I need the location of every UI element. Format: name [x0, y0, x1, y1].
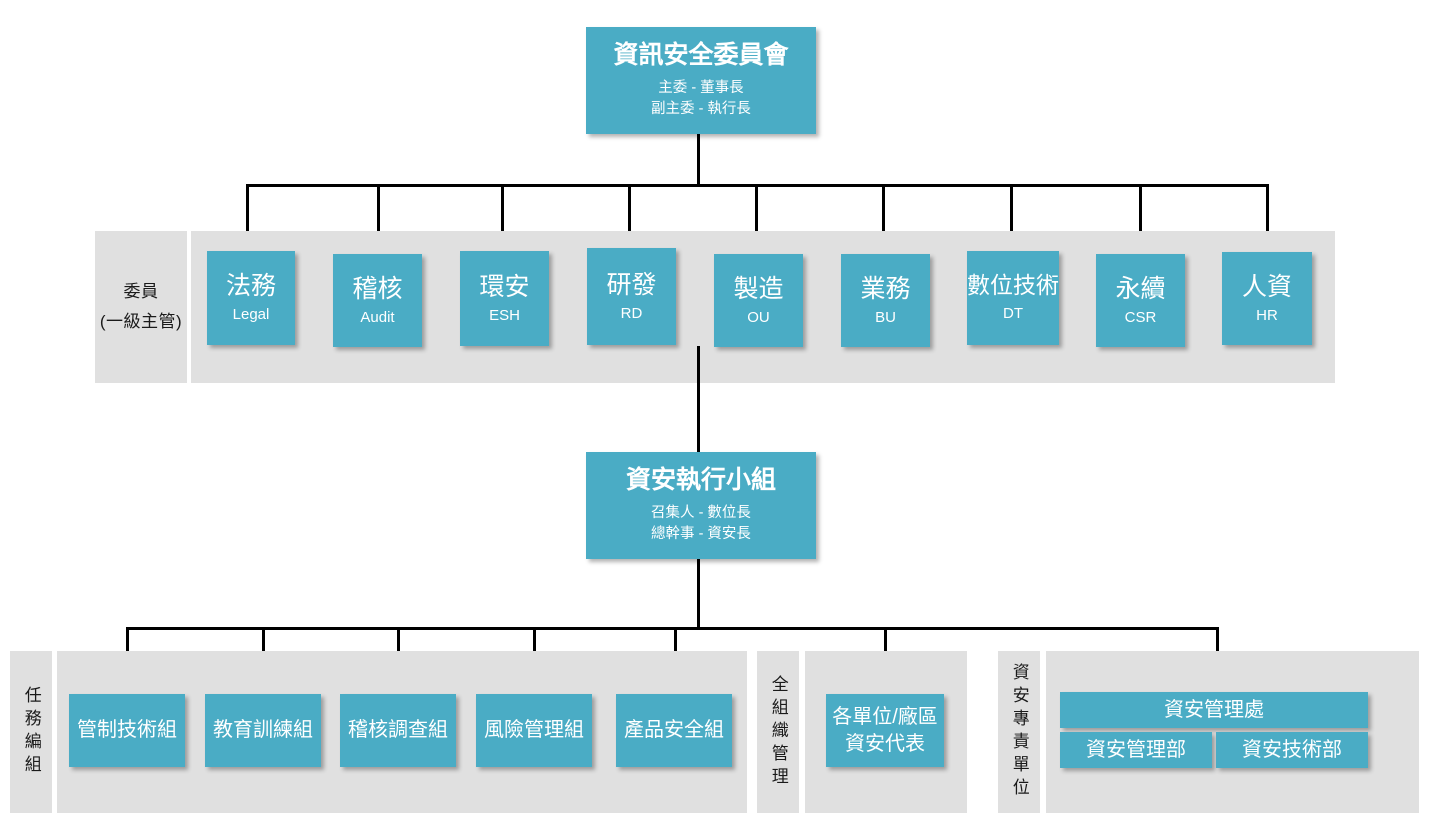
node-ou-zh: 製造	[733, 274, 784, 303]
node-committee-ou[interactable]: 製造 OU	[714, 254, 803, 347]
node-esh-en: ESH	[489, 306, 520, 324]
connector-root-stem	[697, 134, 700, 186]
connector-drop-hr	[1266, 184, 1269, 254]
connector-bottom-bus	[126, 627, 1219, 630]
node-site-reps-line2: 資安代表	[845, 732, 925, 755]
node-legal-zh: 法務	[225, 272, 276, 300]
node-legal-en: Legal	[232, 306, 270, 323]
node-security-technology-dept[interactable]: 資安技術部	[1216, 732, 1368, 768]
node-committee-dt[interactable]: 數位技術 DT	[967, 251, 1059, 345]
node-education-training-label: 教育訓練組	[213, 719, 313, 742]
connector-drop-rd	[628, 184, 631, 248]
label-committee-line1: 委員	[123, 282, 159, 301]
node-committee-hr[interactable]: 人資 HR	[1222, 252, 1312, 345]
connector-drop-dt	[1010, 184, 1013, 251]
node-dt-en: DT	[1003, 304, 1023, 322]
node-committee-bu[interactable]: 業務 BU	[841, 254, 930, 347]
connector-drop-csr	[1139, 184, 1142, 254]
node-ou-en: OU	[747, 308, 770, 326]
label-dedicated-security-unit: 資安專責單位	[998, 651, 1040, 813]
node-csr-en: CSR	[1124, 308, 1157, 326]
connector-drop-bu	[882, 184, 885, 254]
node-bu-zh: 業務	[860, 274, 911, 303]
connector-drop-legal	[246, 184, 249, 251]
label-committee-members: 委員 (一級主管)	[95, 231, 187, 383]
node-audit-investigation-label: 稽核調查組	[348, 719, 448, 742]
node-committee-legal[interactable]: 法務 Legal	[207, 251, 295, 345]
node-security-management-label: 資安管理部	[1086, 738, 1186, 761]
node-committee-audit[interactable]: 稽核 Audit	[333, 254, 422, 347]
exec-subline-2: 總幹事 - 資安長	[651, 525, 751, 542]
root-subline-1: 主委 - 董事長	[658, 79, 744, 96]
label-org-wide-text: 全組織管理	[768, 674, 788, 790]
node-audit-en: Audit	[360, 308, 395, 326]
label-org-wide-management: 全組織管理	[757, 651, 799, 813]
node-security-execution-team[interactable]: 資安執行小組 召集人 - 數位長 總幹事 - 資安長	[586, 452, 816, 559]
node-risk-management-label: 風險管理組	[484, 719, 584, 742]
node-security-division-label: 資安管理處	[1164, 698, 1264, 721]
node-site-security-representatives[interactable]: 各單位/廠區 資安代表	[826, 694, 944, 767]
node-security-management-dept[interactable]: 資安管理部	[1060, 732, 1212, 768]
connector-drop-esh	[501, 184, 504, 251]
node-bu-en: BU	[875, 308, 896, 326]
connector-committee-to-exec	[697, 346, 700, 453]
connector-drop-audit	[377, 184, 380, 254]
label-committee-line2: (一級主管)	[99, 312, 183, 331]
node-rd-zh: 研發	[606, 270, 657, 299]
node-product-safety-group[interactable]: 產品安全組	[616, 694, 732, 767]
connector-exec-stem	[697, 559, 700, 629]
node-risk-management-group[interactable]: 風險管理組	[476, 694, 592, 767]
node-hr-zh: 人資	[1241, 272, 1292, 301]
node-hr-en: HR	[1256, 306, 1278, 324]
connector-drop-ou	[755, 184, 758, 254]
node-education-training-group[interactable]: 教育訓練組	[205, 694, 321, 767]
node-committee-csr[interactable]: 永續 CSR	[1096, 254, 1185, 347]
root-title: 資訊安全委員會	[613, 41, 789, 70]
node-product-safety-label: 產品安全組	[624, 719, 724, 742]
exec-title: 資安執行小組	[625, 466, 776, 495]
root-subline-2: 副主委 - 執行長	[651, 100, 751, 117]
node-audit-zh: 稽核	[352, 274, 403, 303]
label-dedicated-unit-text: 資安專責單位	[1009, 663, 1029, 801]
node-security-technology-label: 資安技術部	[1242, 738, 1342, 761]
node-dt-zh: 數位技術	[967, 272, 1059, 299]
node-control-technology-group[interactable]: 管制技術組	[69, 694, 185, 767]
node-csr-zh: 永續	[1115, 274, 1166, 303]
node-rd-en: RD	[620, 304, 643, 322]
node-information-security-committee[interactable]: 資訊安全委員會 主委 - 董事長 副主委 - 執行長	[586, 27, 816, 134]
node-site-reps-line1: 各單位/廠區	[832, 705, 938, 728]
label-task-groups: 任務編組	[10, 651, 52, 813]
node-committee-esh[interactable]: 環安 ESH	[460, 251, 549, 346]
label-task-groups-text: 任務編組	[21, 686, 41, 778]
node-control-technology-label: 管制技術組	[77, 719, 177, 742]
node-information-security-division[interactable]: 資安管理處	[1060, 692, 1368, 728]
node-committee-rd[interactable]: 研發 RD	[587, 248, 676, 345]
node-esh-zh: 環安	[479, 272, 530, 301]
node-audit-investigation-group[interactable]: 稽核調查組	[340, 694, 456, 767]
exec-subline-1: 召集人 - 數位長	[651, 504, 751, 521]
